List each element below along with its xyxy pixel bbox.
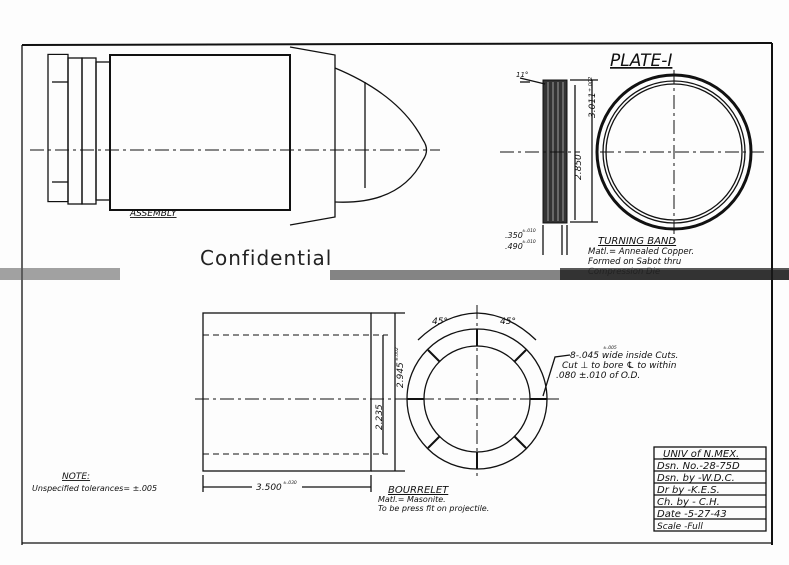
assembly-view <box>30 46 440 226</box>
note-text: Unspecified tolerances= ±.005 <box>32 484 157 493</box>
cuts-note-line2: Cut ⊥ to bore ℄ to within <box>562 361 677 371</box>
bourrelet-length-tol: ±.030 <box>283 480 297 486</box>
bourrelet-title: BOURRELET <box>388 485 449 496</box>
title-block-drawing-no: Dsn. No.-28-75D <box>657 461 740 472</box>
turning-band-end-view <box>595 70 765 240</box>
bourrelet-end-view <box>406 305 571 480</box>
bourrelet-side-view <box>195 312 560 492</box>
title-block-drawn-by: Dr by -K.E.S. <box>657 485 720 496</box>
band-id-dim: 2.850 <box>574 154 584 180</box>
bourrelet-material: Matl.= Masonite. <box>378 495 446 504</box>
title-block-designed-by: Dsn. by -W.D.C. <box>657 473 735 484</box>
turning-band-note: Formed on Sabot thru <box>588 257 681 267</box>
assembly-label: ASSEMBLY <box>129 209 178 219</box>
plate-number: PLATE-I <box>610 51 672 71</box>
band-width-tol-1: ±.010 <box>522 228 536 234</box>
band-width-dim-1: .350 <box>505 231 523 240</box>
confidential-stamp: Confidential <box>200 246 332 270</box>
title-block-org: UNIV of N.MEX. <box>663 449 739 460</box>
scan-noise-band <box>0 268 789 280</box>
turning-band-material: Matl.= Annealed Copper. <box>588 247 694 257</box>
cuts-note-tol: ±.005 <box>603 345 617 351</box>
angle-left-label: 45° <box>432 317 448 327</box>
cuts-note-line3: .080 ±.010 of O.D. <box>556 371 640 381</box>
sheet-border <box>21 42 773 545</box>
bourrelet-note: To be press fit on projectile. <box>378 504 489 513</box>
turning-band-title: TURNING BAND <box>598 236 676 247</box>
band-od-tol: ±.002 <box>588 77 594 92</box>
bourrelet-id-dim: 2.235 <box>375 404 385 430</box>
cuts-note-line1: 8-.045 wide inside Cuts. <box>570 351 678 361</box>
band-width-tol-2: ±.010 <box>522 239 536 245</box>
turning-band-section <box>500 77 598 255</box>
band-angle: 11° <box>516 71 528 79</box>
title-block-checked-by: Ch. by - C.H. <box>657 497 720 508</box>
title-block <box>653 446 767 532</box>
band-od-dim: 3.011 <box>588 92 598 118</box>
title-block-date: Date -5-27-43 <box>657 509 727 520</box>
note-title: NOTE: <box>62 472 90 482</box>
bourrelet-od-dim: 2.945 <box>396 362 406 388</box>
bourrelet-length-dim: 3.500 <box>256 483 282 493</box>
turning-band-note-2: Compression Die <box>588 267 660 277</box>
bourrelet-od-tol: ±.002 <box>394 347 400 361</box>
angle-right-label: 45° <box>500 317 516 327</box>
band-width-dim-2: .490 <box>505 242 523 251</box>
title-block-scale: Scale -Full <box>657 522 703 532</box>
